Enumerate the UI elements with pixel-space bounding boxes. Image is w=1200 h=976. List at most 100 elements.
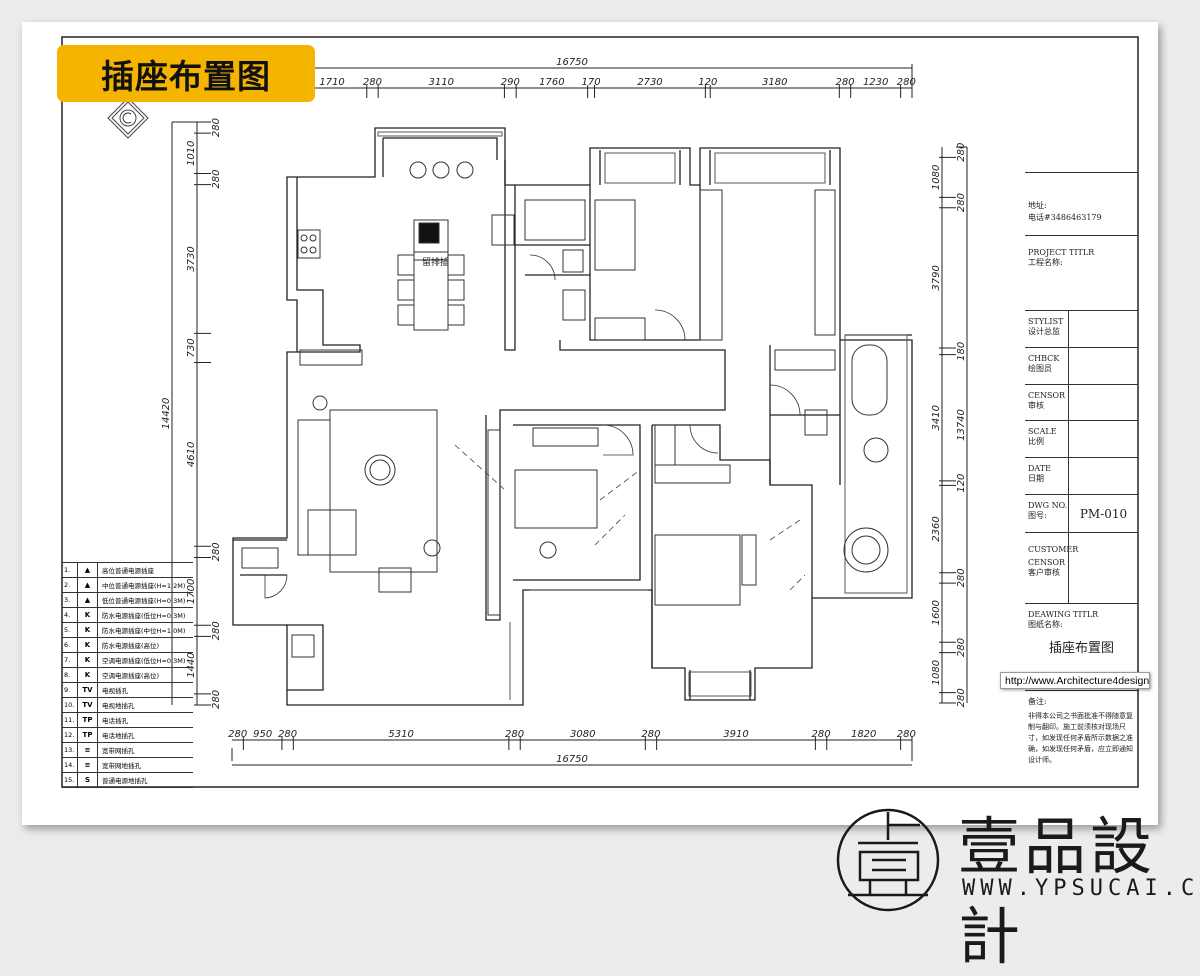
dimension-total-label: 14420 (161, 398, 172, 430)
socket-symbol-icon: K (78, 653, 98, 667)
dimension-label: 280 (956, 193, 967, 212)
scale-cn: 比例 (1028, 437, 1044, 446)
dwg-no-value: PM-010 (1068, 495, 1138, 532)
legend-number: 5. (62, 623, 78, 637)
socket-symbol-icon: TV (78, 698, 98, 712)
dimension-label: 280 (228, 729, 247, 740)
dimension-label: 280 (211, 169, 222, 188)
dimension-label: 280 (835, 77, 854, 88)
check-cn: 绘图员 (1028, 364, 1052, 373)
dimension-label: 280 (505, 729, 524, 740)
legend-label: 电视地插孔 (102, 702, 135, 710)
drawing-title-cn: 图纸名称: (1028, 620, 1063, 629)
customer-label: CUSTOMER (1028, 545, 1079, 554)
legend-label: 防水电源插座(高位) (102, 642, 160, 650)
legend-number: 9. (62, 683, 78, 697)
check-label: CHBCK (1028, 354, 1060, 363)
date-value (1068, 458, 1138, 494)
dimension-label: 280 (897, 77, 916, 88)
stylist-cn: 设计总监 (1028, 327, 1060, 336)
dimension-label: 280 (211, 118, 222, 137)
bedroom-furniture (487, 189, 889, 616)
dining-socket-label: 留排插 (422, 256, 449, 268)
legend-number: 2. (62, 578, 78, 592)
brand-url: WWW.YPSUCAI.COM (962, 876, 1200, 901)
legend-label: 防水电源插座(中位H=1.0M) (102, 627, 186, 635)
dimension-label: 1440 (186, 652, 197, 677)
dimension-label: 280 (211, 542, 222, 561)
brand-seal-logo (836, 808, 940, 912)
dimension-label: 1010 (186, 141, 197, 166)
dimension-label: 280 (278, 729, 297, 740)
legend-row: 2.▲中位普通电源插座(H=1.2M) (62, 578, 193, 593)
dimension-total-label: 13740 (956, 409, 967, 441)
legend-number: 3. (62, 593, 78, 607)
dimension-label: 3790 (931, 265, 942, 290)
url-tooltip: http://www.Architecture4design.com (1000, 672, 1150, 689)
legend-row: 14.≡宽带网地插孔 (62, 758, 193, 773)
legend-number: 15. (62, 773, 78, 787)
dimension-label: 3730 (186, 246, 197, 271)
dimension-label: 280 (956, 638, 967, 657)
dimension-label: 4610 (186, 442, 197, 467)
customer-censor-cn: 客户审核 (1028, 568, 1060, 577)
legend-row: 11.TP 电话插孔 (62, 713, 193, 728)
tv-sightlines (454, 444, 806, 591)
legend-row: 1.▲高位普通电源插座 (62, 563, 193, 578)
legend-row: 13.≡宽带网插孔 (62, 743, 193, 758)
legend-number: 7. (62, 653, 78, 667)
address-label: 地址: (1028, 201, 1047, 210)
date-cn: 日期 (1028, 474, 1044, 483)
dimension-label: 280 (956, 143, 967, 162)
dimension-label: 1080 (931, 165, 942, 190)
dimension-label: 1600 (931, 600, 942, 625)
remarks-text: 非得本公司之书面批准不得随意复制与翻印。施工前须核对现场尺寸，如发现任何矛盾所示… (1028, 712, 1133, 764)
dwg-no-cn: 图号: (1028, 511, 1047, 520)
dimension-label: 1080 (931, 660, 942, 685)
legend-label: 空调电源插座(低位H=0.3M) (102, 657, 186, 665)
dimension-label: 180 (956, 342, 967, 361)
legend-label: 宽带网插孔 (102, 747, 135, 755)
dimension-label: 5310 (388, 729, 413, 740)
dimension-label: 730 (186, 338, 197, 357)
socket-symbol-icon: ▲ (78, 563, 98, 577)
legend-label: 电话插孔 (102, 717, 128, 725)
dimension-label: 280 (211, 621, 222, 640)
phone-label: 电话#3486463179 (1028, 213, 1102, 222)
socket-symbol-icon: K (78, 608, 98, 622)
socket-symbol-icon: ▲ (78, 593, 98, 607)
dimension-label: 280 (363, 77, 382, 88)
dimension-label: 280 (956, 688, 967, 707)
dimension-label: 2730 (637, 77, 662, 88)
legend-label: 普通电源地插孔 (102, 777, 148, 785)
company-mark-icon (107, 97, 149, 139)
legend-row: 3.▲ 低位普通电源插座(H=0.3M) (62, 593, 193, 608)
dimension-label: 280 (956, 568, 967, 587)
date-label: DATE (1028, 464, 1051, 473)
censor-cn: 审核 (1028, 401, 1044, 410)
legend-label: 低位普通电源插座(H=0.3M) (102, 597, 186, 605)
remarks-label: 备注: (1028, 697, 1047, 706)
dimension-label: 1700 (186, 579, 197, 604)
dimension-label: 3910 (723, 729, 748, 740)
socket-symbol-icon: ≡ (78, 743, 98, 757)
legend-number: 4. (62, 608, 78, 622)
dimension-label: 280 (897, 729, 916, 740)
legend-label: 宽带网地插孔 (102, 762, 141, 770)
dimension-label: 3180 (762, 77, 787, 88)
dimension-label: 280 (812, 729, 831, 740)
check-value (1068, 348, 1138, 384)
legend-number: 6. (62, 638, 78, 652)
project-title-label: PROJECT TITLR (1028, 248, 1095, 257)
legend-number: 11. (62, 713, 78, 727)
customer-censor-label: CENSOR (1028, 558, 1066, 567)
legend-number: 12. (62, 728, 78, 742)
dimension-label: 1760 (539, 77, 564, 88)
socket-symbol-icon: S (78, 773, 98, 787)
socket-symbol-icon: TP (78, 713, 98, 727)
dimension-label: 280 (211, 690, 222, 709)
